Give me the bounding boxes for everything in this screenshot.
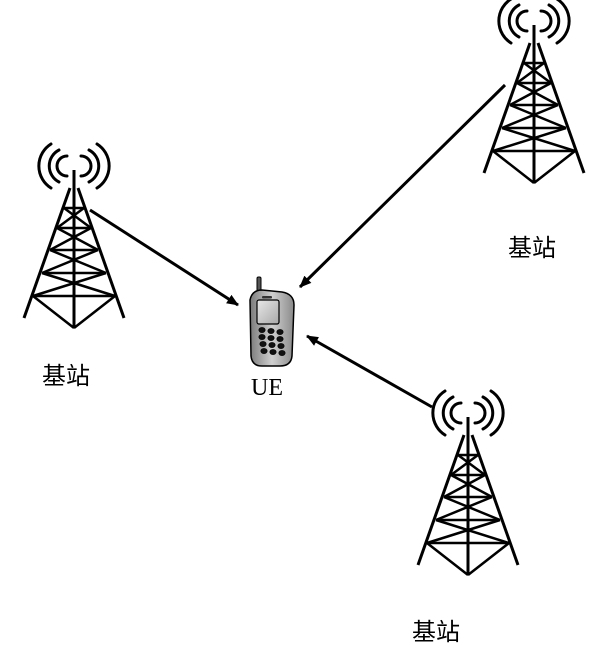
station-label-bottom-right: 基站 xyxy=(412,618,460,646)
tower-icon-bottom-right xyxy=(416,389,520,577)
mobile-phone-icon xyxy=(249,276,295,367)
ue-label: UE xyxy=(251,375,283,401)
tower-icon-left xyxy=(22,142,126,330)
station-label-top-right: 基站 xyxy=(508,234,556,262)
station-label-left: 基站 xyxy=(42,362,90,390)
signal-arrow-top-right xyxy=(298,83,507,289)
signal-arrow-bottom-right xyxy=(306,334,433,409)
signal-arrow-left xyxy=(89,208,239,307)
